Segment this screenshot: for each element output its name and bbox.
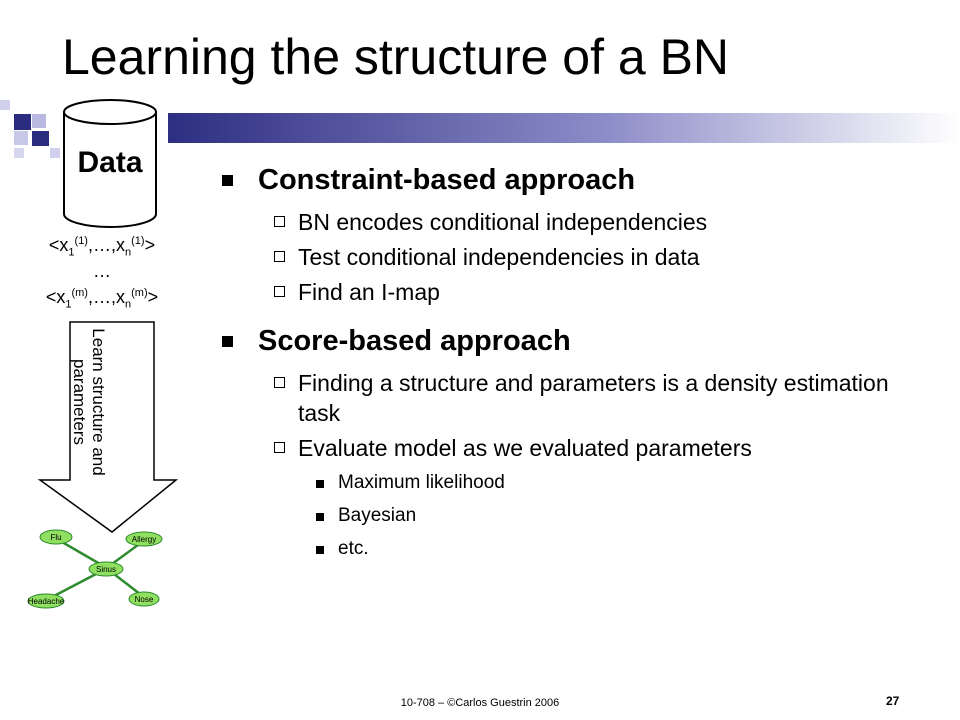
checkbox-bullet-icon (274, 286, 285, 297)
header-square (14, 131, 28, 145)
bn-node-label: Allergy (132, 535, 156, 544)
database-cylinder-icon (63, 99, 157, 228)
bn-node-label: Headache (28, 597, 65, 606)
bullet-list: Constraint-based approach BN encodes con… (216, 148, 936, 562)
checkbox-bullet-icon (274, 251, 285, 262)
header-square (14, 148, 24, 158)
bn-node-sinus (88, 561, 124, 577)
checkbox-bullet-icon (274, 442, 285, 453)
down-arrow-icon (37, 321, 179, 533)
bn-node-allergy (125, 531, 163, 547)
tuple-ellipsis: … (93, 261, 111, 281)
subsub-bayesian: Bayesian (216, 503, 936, 529)
header-square (0, 100, 10, 110)
bullet-constraint-based: Constraint-based approach (216, 158, 936, 202)
bn-edge-flu-sinus (61, 540, 101, 566)
arrow-label: Learn structure and parameters (70, 328, 108, 476)
header-decoration (0, 100, 960, 158)
bayes-net-diagram: Flu Allergy Sinus Headache Nose (27, 529, 163, 609)
subsub-max-likelihood: Maximum likelihood (216, 470, 936, 496)
bn-edge-sinus-nose (113, 573, 141, 595)
checkbox-bullet-icon (274, 216, 285, 227)
bn-node-label: Nose (135, 595, 154, 604)
bn-node-flu (39, 529, 73, 545)
bullet-score-based: Score-based approach (216, 319, 936, 363)
subbullet-test: Test conditional independencies in data (216, 242, 936, 272)
tuple-first: <x1(1),…,xn(1)> (48, 235, 156, 259)
slide-title: Learning the structure of a BN (62, 29, 730, 85)
bn-node-nose (128, 591, 160, 607)
header-square (50, 148, 60, 158)
header-square (32, 114, 46, 128)
subsub-etc: etc. (216, 536, 936, 562)
subbullet-evaluate: Evaluate model as we evaluated parameter… (216, 433, 936, 463)
checkbox-bullet-icon (274, 377, 285, 388)
subbullet-density: Finding a structure and parameters is a … (216, 368, 936, 428)
data-tuples: <x1(1),…,xn(1)> … <x1(m),…,xn(m)> (14, 232, 190, 310)
bn-edge-sinus-headache (53, 572, 97, 598)
subbullet-encodes: BN encodes conditional independencies (216, 207, 936, 237)
header-square (32, 131, 49, 146)
tuple-last: <x1(m),…,xn(m)> (45, 287, 159, 311)
header-square (14, 114, 31, 130)
bn-node-label: Flu (50, 533, 61, 542)
database-label: Data (77, 146, 143, 179)
footer-credit: 10-708 – ©Carlos Guestrin 2006 (400, 697, 560, 709)
bn-node-label: Sinus (96, 565, 116, 574)
subbullet-imap: Find an I-map (216, 277, 936, 307)
page-number: 27 (886, 694, 900, 708)
header-gradient-band (168, 113, 960, 143)
bn-node-headache (27, 593, 65, 609)
